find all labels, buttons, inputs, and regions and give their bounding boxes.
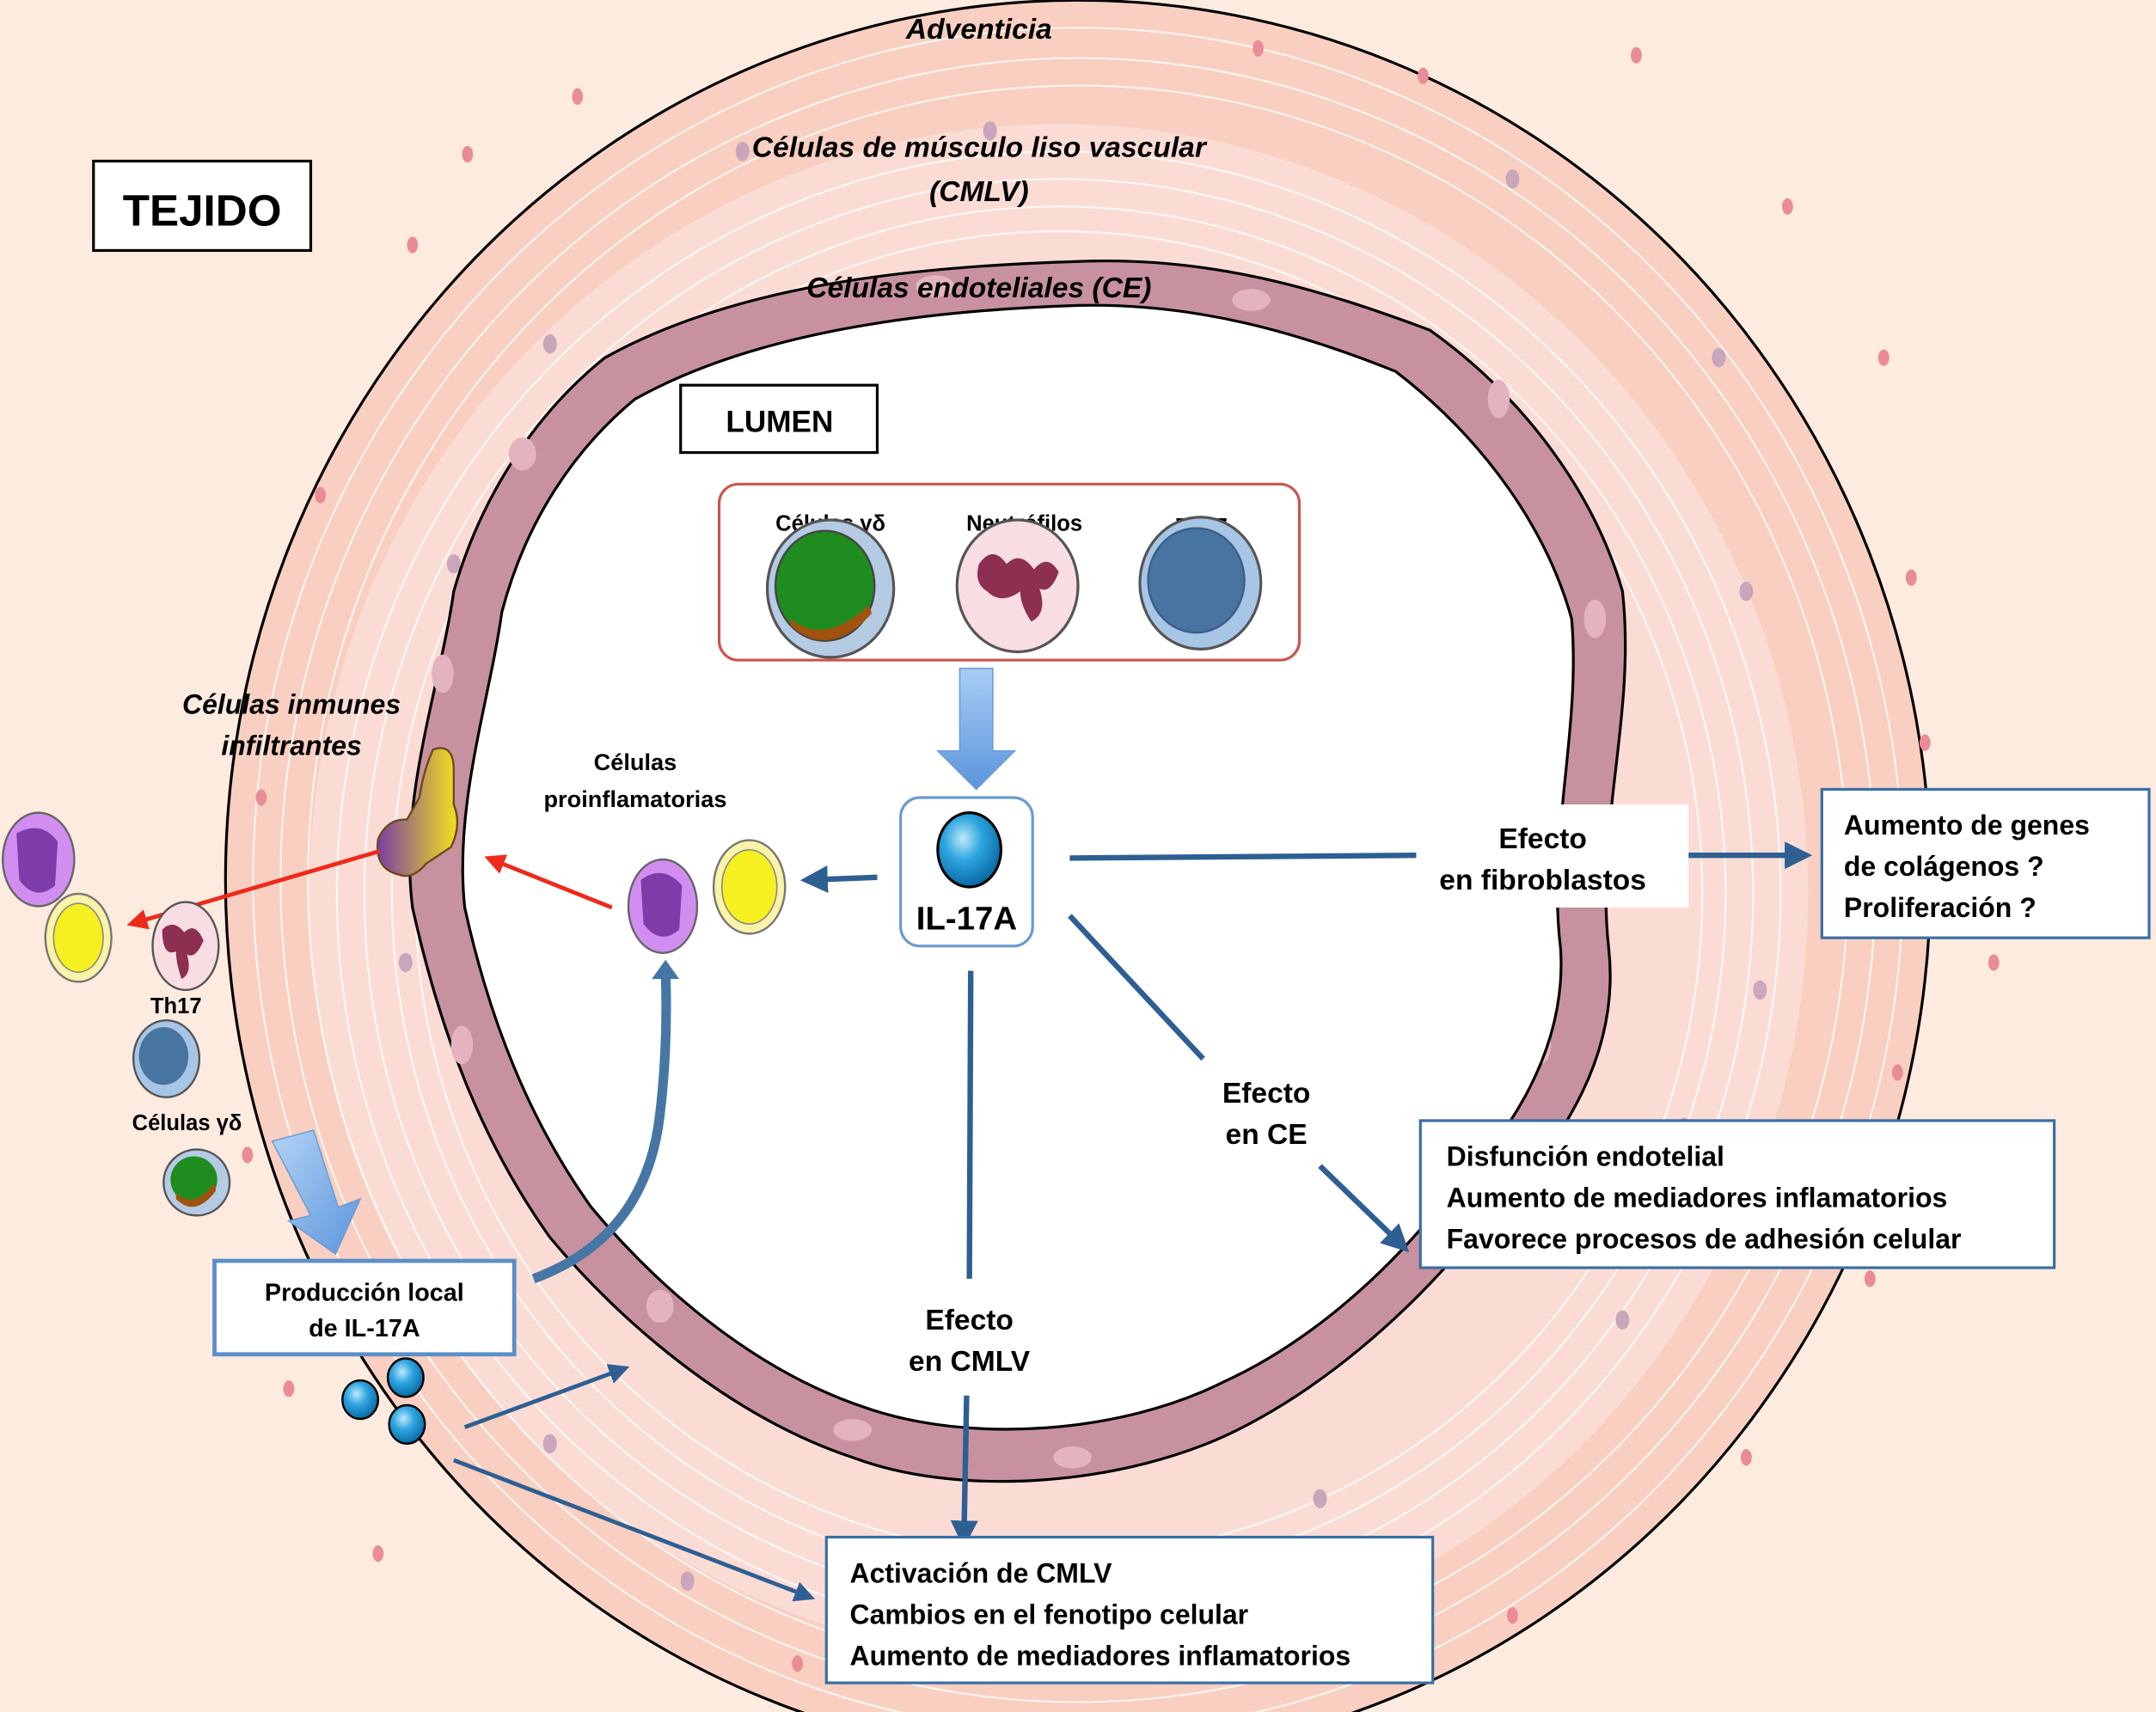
smooth-muscle-effect-label-2: en CMLV	[909, 1346, 1031, 1378]
fibroblast-outcome-box: Aumento de genes de colágenos ? Prolifer…	[1820, 787, 2151, 939]
smooth-muscle-effect-label: Efecto	[925, 1305, 1014, 1336]
smooth-muscle-outcome-2: Cambios en el fenotipo celular	[849, 1599, 1248, 1629]
smooth-muscle-outcome-1: Activación de CMLV	[849, 1557, 1112, 1588]
monocyte-cell-icon	[627, 858, 699, 954]
tissue-nuclei	[242, 40, 2000, 1672]
tissue-title: TEJIDO	[123, 186, 282, 235]
molecules-to-smooth-muscle-arrow	[452, 1458, 816, 1602]
proinflammatory-to-wall-arrow	[484, 854, 613, 910]
infiltrating-th17-label: Th17	[150, 994, 202, 1018]
smooth-muscle-label: Células de músculo liso vascular	[752, 132, 1208, 164]
molecules-to-endothelium-arrow	[463, 1364, 630, 1429]
lumen-title: LUMEN	[726, 406, 833, 439]
il17a-molecule-icon	[341, 1379, 380, 1421]
neutrophil-cell-icon	[955, 518, 1080, 654]
infiltrating-neutrophil-icon	[151, 901, 220, 992]
endothelial-outcome-3: Favorece procesos de adhesión celular	[1447, 1224, 1962, 1255]
fibroblast-effect-label: Efecto	[1498, 823, 1587, 855]
feedback-curved-arrow	[531, 970, 671, 1284]
il17a-molecule-icon	[388, 1403, 426, 1445]
il17a-molecule-icon	[386, 1357, 425, 1398]
endothelial-outcome-2: Aumento de mediadores inflamatorios	[1447, 1183, 1948, 1214]
lumen-cells-box: Células γδ Neutrófilos Th17	[717, 482, 1302, 662]
smooth-muscle-outcome-3: Aumento de mediadores inflamatorios	[849, 1640, 1351, 1671]
infiltrating-monocyte-icon	[1, 811, 76, 908]
il17a-to-smooth-muscle-line	[966, 970, 974, 1279]
endothelial-outcome-box: Disfunción endotelial Aumento de mediado…	[1418, 1119, 2056, 1269]
infiltrating-label: Células inmunes	[182, 688, 401, 719]
fibroblast-effect-label-box: Efecto en fibroblastos	[1416, 804, 1689, 908]
lumen-to-il17a-arrow	[935, 667, 1017, 791]
local-production-label-2: de IL-17A	[309, 1315, 420, 1342]
endothelial-effect-label: Efecto	[1222, 1078, 1311, 1110]
local-production-box: Producción local de IL-17A	[212, 1258, 517, 1357]
il17a-to-endothelial-line	[1068, 914, 1205, 1061]
infiltrating-label-2: infiltrantes	[221, 730, 361, 761]
endothelial-label: Células endoteliales (CE)	[806, 272, 1151, 304]
infiltrating-gd-label: Células γδ	[132, 1111, 242, 1135]
lumen-title-box: LUMEN	[679, 383, 879, 455]
smooth-muscle-to-outcome-arrow	[950, 1395, 978, 1549]
adventitia-label: Adventicia	[905, 14, 1052, 46]
th17-cell-icon	[1138, 516, 1263, 651]
il17a-label: IL-17A	[916, 901, 1017, 938]
proinflammatory-label: Células	[594, 749, 677, 775]
fibroblast-effect-label-2: en fibroblastos	[1439, 865, 1646, 896]
il17a-to-proinflammatory-arrow	[799, 865, 878, 893]
fibroblast-outcome-1: Aumento de genes	[1844, 810, 2090, 841]
il17a-molecule-icon	[936, 811, 1003, 889]
il17a-node: IL-17A	[899, 796, 1034, 948]
smooth-muscle-abbrev: (CMLV)	[929, 176, 1029, 208]
fibroblast-outcome-3: Proliferación ?	[1844, 892, 2037, 923]
tissue-title-box: TEJIDO	[92, 159, 313, 253]
gd-to-production-arrow	[271, 1129, 362, 1256]
infiltrating-lymphocyte-icon	[44, 892, 113, 983]
infiltrating-gamma-delta-icon	[162, 1148, 231, 1217]
migrating-cell-icon	[376, 747, 459, 877]
proinflammatory-label-2: proinflamatorias	[543, 786, 726, 812]
endothelial-effect-label-2: en CE	[1226, 1119, 1308, 1151]
local-production-label: Producción local	[265, 1279, 464, 1306]
il17a-to-fibroblast-line	[1069, 853, 1417, 861]
endothelial-outcome-1: Disfunción endotelial	[1447, 1141, 1724, 1172]
gamma-delta-cell-icon	[765, 518, 896, 659]
infiltrating-th17-icon	[132, 1018, 201, 1098]
lymphocyte-cell-icon	[712, 839, 787, 935]
feedback-arrowhead	[652, 959, 680, 980]
endothelial-to-outcome-arrow	[1318, 1164, 1410, 1253]
smooth-muscle-outcome-box: Activación de CMLV Cambios en el fenotip…	[824, 1535, 1435, 1684]
il17a-molecules-cluster	[341, 1357, 426, 1445]
fibroblast-outcome-2: de colágenos ?	[1844, 851, 2044, 882]
